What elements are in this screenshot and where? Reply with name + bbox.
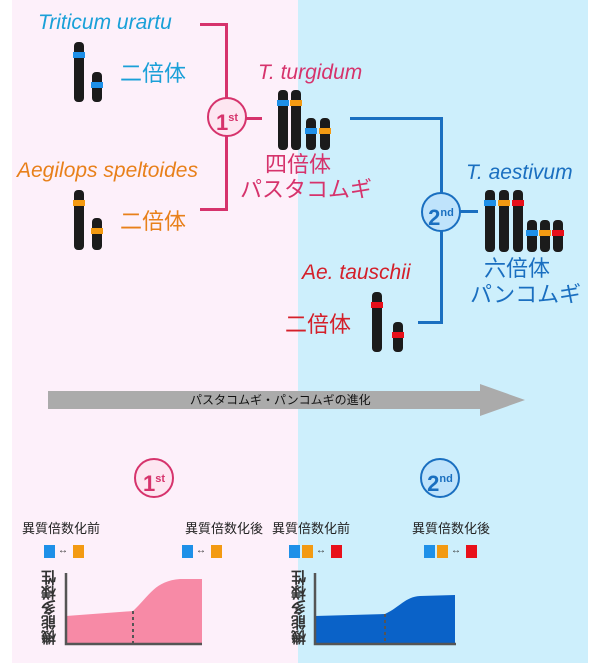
chromosome-band <box>277 100 289 106</box>
pink-panel <box>12 0 298 663</box>
ploidy-turgidum: 四倍体 <box>265 153 332 178</box>
chromosome <box>498 190 510 252</box>
chromosome <box>552 220 564 252</box>
ploidy-aestivum: 六倍体 <box>484 257 551 282</box>
chromosome-band <box>552 230 564 236</box>
genome-d-swatch <box>466 545 477 558</box>
axes-1st <box>64 573 202 646</box>
genome-a-swatch <box>182 545 193 558</box>
chromosome-band <box>526 230 538 236</box>
chromosome <box>371 292 383 352</box>
chromosome-band <box>91 82 103 88</box>
chromosome <box>526 220 538 252</box>
chromosome-band <box>498 200 510 206</box>
chromosome-band <box>91 228 103 234</box>
chromosome <box>539 220 551 252</box>
bottom-2nd-badge: 2nd <box>420 458 460 498</box>
swap-arrow: ↔ <box>316 545 326 556</box>
chromosome <box>91 72 103 102</box>
chromosome-band <box>319 128 331 134</box>
chromosome-band <box>539 230 551 236</box>
chromosome-band <box>512 200 524 206</box>
species-urartu: Triticum urartu <box>38 11 172 34</box>
common-turgidum: パスタコムギ <box>240 178 373 203</box>
chromosome-band <box>371 302 383 308</box>
chromosome-band <box>290 100 302 106</box>
swap-arrow: ↔ <box>58 545 68 556</box>
genome-d-swatch <box>331 545 342 558</box>
common-aestivum: パンコムギ <box>470 283 582 308</box>
bottom-1st-badge: 1st <box>134 458 174 498</box>
chromosome-band <box>305 128 317 134</box>
chromosome <box>392 322 404 352</box>
chromosome <box>73 42 85 102</box>
swap-arrow: ↔ <box>196 545 206 556</box>
bracket-2nd <box>350 117 443 120</box>
genome-b-swatch <box>437 545 448 558</box>
genome-b-swatch <box>211 545 222 558</box>
axes-2nd <box>313 573 456 646</box>
chromosome <box>512 190 524 252</box>
chromosome-band <box>73 200 85 206</box>
step-2nd-badge: 2nd <box>421 192 461 232</box>
species-tauschii: Ae. tauschii <box>302 261 411 284</box>
chromosome <box>290 90 302 150</box>
ploidy-tauschii: 二倍体 <box>285 313 352 338</box>
chromosome <box>91 218 103 250</box>
chromosome <box>319 118 331 150</box>
evolution-arrow-label: パスタコムギ・パンコムギの進化 <box>190 393 371 407</box>
after-label-1st: 異質倍数化後 <box>185 522 264 537</box>
chromosome-band <box>392 332 404 338</box>
genome-b-swatch <box>73 545 84 558</box>
genome-a-swatch <box>44 545 55 558</box>
diversity-area-2nd <box>315 595 455 643</box>
genome-b-swatch <box>302 545 313 558</box>
chromosome <box>73 190 85 250</box>
after-label-2nd: 異質倍数化後 <box>412 522 491 537</box>
species-aestivum: T. aestivum <box>466 161 573 184</box>
ploidy-speltoides: 二倍体 <box>120 210 187 235</box>
species-speltoides: Aegilops speltoides <box>17 159 198 182</box>
genome-a-swatch <box>289 545 300 558</box>
ploidy-urartu: 二倍体 <box>120 62 187 87</box>
chromosome <box>305 118 317 150</box>
genome-a-swatch <box>424 545 435 558</box>
chromosome <box>277 90 289 150</box>
before-label-1st: 異質倍数化前 <box>22 522 101 537</box>
swap-arrow: ↔ <box>451 545 461 556</box>
before-label-2nd: 異質倍数化前 <box>272 522 351 537</box>
step-1st-badge: 1st <box>207 97 247 137</box>
species-turgidum: T. turgidum <box>258 61 363 84</box>
chromosome-band <box>484 200 496 206</box>
chromosome-band <box>73 52 85 58</box>
chromosome <box>484 190 496 252</box>
